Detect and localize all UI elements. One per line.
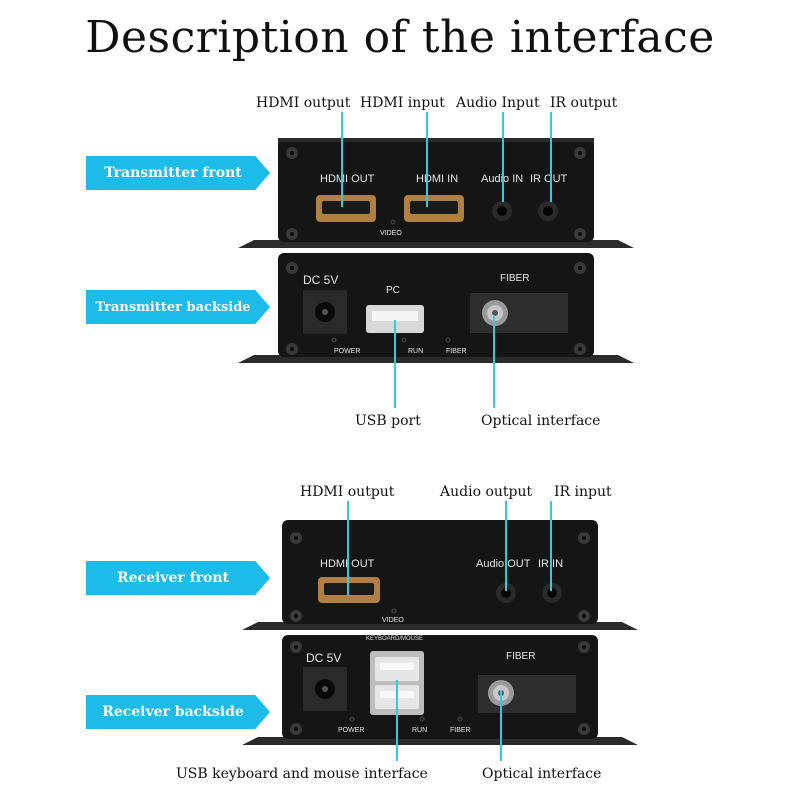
label-fiber-led: FIBER (446, 348, 467, 355)
label-rx-video: VIDEO (382, 617, 404, 624)
label-keyboard-mouse: KEYBOARD/MOUSE (366, 636, 424, 642)
tag-receiver-backside: Receiver backside (86, 695, 270, 729)
leader-rx-audio-output (505, 501, 507, 591)
label-rx-run: RUN (412, 727, 428, 734)
label-run: RUN (408, 348, 424, 355)
transmitter-back-panel: DC 5V PC FIBER POWER RUN FIBER (238, 253, 634, 365)
receiver-front-panel: HDMI OUT Audio OUT IR IN VIDEO (242, 520, 638, 632)
tag-receiver-front: Receiver front (86, 561, 270, 595)
callout-rx-hdmi-output: HDMI output (300, 484, 395, 500)
label-ir-out: IR OUT (530, 173, 568, 185)
leader-tx-ir-output (550, 112, 552, 202)
label-rx-dc5v: DC 5V (306, 651, 342, 665)
label-hdmi-out: HDMI OUT (320, 173, 375, 185)
transmitter-front-panel: HDMI OUT HDMI IN Audio IN IR OUT VIDEO (238, 138, 634, 250)
callout-rx-usb-keyboard-mouse: USB keyboard and mouse interface (176, 766, 428, 782)
callout-rx-ir-input: IR input (554, 484, 612, 500)
label-rx-power: POWER (338, 727, 365, 734)
leader-rx-optical (500, 690, 502, 761)
label-video: VIDEO (380, 230, 402, 237)
callout-tx-optical: Optical interface (481, 413, 601, 429)
callout-tx-hdmi-output: HDMI output (256, 95, 351, 111)
leader-tx-usb (394, 320, 396, 408)
receiver-back-panel: DC 5V KEYBOARD/MOUSE FIBER POWER RUN FIB… (242, 635, 638, 747)
leader-rx-hdmi-output (347, 501, 349, 596)
leader-rx-usb (396, 680, 398, 761)
label-hdmi-in: HDMI IN (416, 173, 459, 185)
leader-tx-audio-input (502, 112, 504, 202)
leader-rx-ir-input (550, 501, 552, 591)
callout-tx-hdmi-input: HDMI input (360, 95, 445, 111)
label-fiber: FIBER (500, 273, 530, 284)
leader-tx-hdmi-output (341, 112, 343, 207)
tag-transmitter-backside: Transmitter backside (86, 290, 270, 324)
label-rx-fiber: FIBER (506, 651, 536, 662)
callout-tx-usb-port: USB port (355, 413, 421, 429)
label-power: POWER (334, 348, 361, 355)
callout-rx-audio-output: Audio output (440, 484, 533, 500)
label-dc5v: DC 5V (303, 273, 339, 287)
callout-tx-ir-output: IR output (550, 95, 618, 111)
tag-transmitter-front: Transmitter front (86, 156, 270, 190)
label-rx-fiber-led: FIBER (450, 727, 471, 734)
page-title: Description of the interface (85, 12, 715, 63)
leader-tx-hdmi-input (426, 112, 428, 207)
label-audio-out: Audio OUT (476, 558, 531, 570)
leader-tx-optical (493, 315, 495, 408)
callout-tx-audio-input: Audio Input (456, 95, 540, 111)
callout-rx-optical: Optical interface (482, 766, 602, 782)
label-pc: PC (386, 285, 400, 296)
